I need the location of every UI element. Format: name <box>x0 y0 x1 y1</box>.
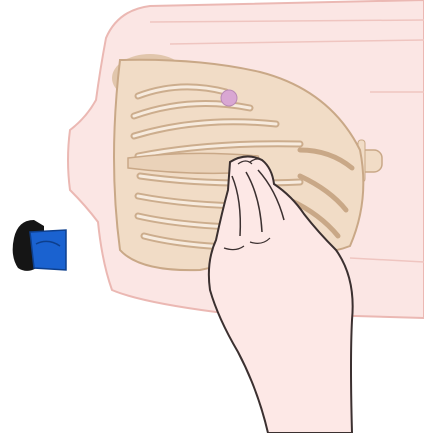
blood-pressure-cuff-icon <box>13 220 66 271</box>
xiphoid-landmark-icon <box>221 90 237 106</box>
